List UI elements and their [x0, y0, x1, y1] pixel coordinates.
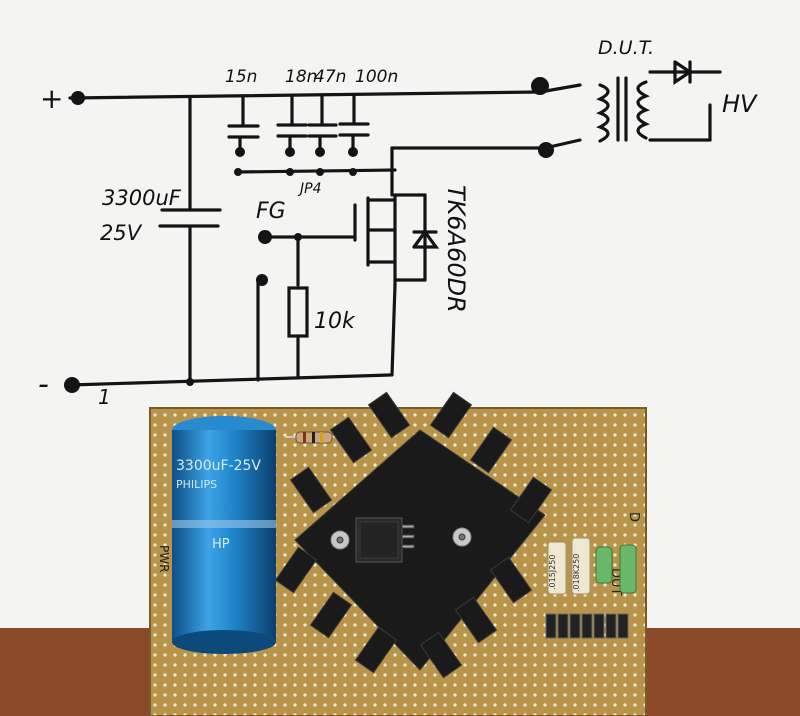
resistor-label: 10k — [314, 309, 356, 334]
minus-label: - — [38, 367, 49, 402]
cap-label-18n: 18n — [285, 67, 317, 87]
electrolytic-capacitor: 3300uF-25V PHILIPS HP — [172, 416, 276, 654]
dut-label: D.U.T. — [598, 37, 654, 59]
heatsink — [274, 391, 553, 679]
jumper-label: JP4 — [297, 181, 321, 197]
cap-label-47n: 47n — [314, 67, 346, 87]
electrolytic-value-label: 3300uF — [102, 186, 182, 210]
schematic-drawing — [68, 60, 722, 387]
mosfet-label: TK6A60DR — [442, 185, 470, 313]
d-silk-label: D — [626, 512, 641, 522]
cap-label-100n: 100n — [355, 67, 398, 87]
cap-label-15n: 15n — [225, 67, 257, 87]
hv-label: HV — [722, 90, 758, 118]
fg-label: FG — [256, 199, 286, 224]
capacitor-logo-print: HP — [212, 537, 230, 552]
film-cap-label-1: .015J250 — [548, 555, 557, 590]
plus-label: + — [40, 82, 63, 115]
film-capacitors: .015J250 .018K250 — [547, 537, 637, 595]
capacitor-value-print: 3300uF-25V — [176, 458, 261, 474]
film-cap-label-2: .018K250 — [572, 554, 581, 592]
electrolytic-voltage-label: 25V — [100, 221, 143, 245]
schematic-terminals — [64, 77, 554, 393]
ground-label: 1 — [98, 385, 111, 409]
pwr-silk-label: PWR — [157, 545, 171, 572]
pin-header — [545, 613, 629, 639]
capacitor-brand-print: PHILIPS — [176, 478, 217, 491]
